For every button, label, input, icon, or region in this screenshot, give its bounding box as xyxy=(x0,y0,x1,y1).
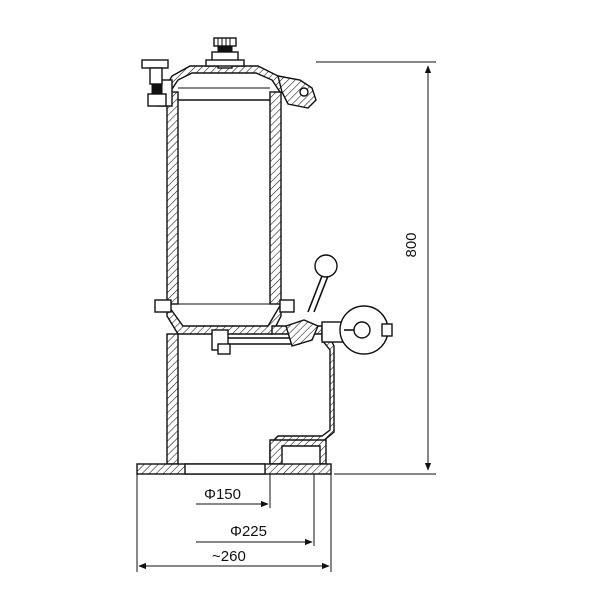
lid-hinge-lever xyxy=(277,75,317,109)
hinge-pin xyxy=(299,87,309,97)
height-dimension: 800 xyxy=(316,61,436,475)
inner-diameter-label: Φ150 xyxy=(204,486,241,503)
outlet-box xyxy=(269,439,327,465)
base-width-label: ~260 xyxy=(212,548,246,565)
mid-flange-right xyxy=(279,299,295,313)
right-upper-wall xyxy=(269,91,282,305)
lever-handle xyxy=(285,254,338,347)
outer-diameter-label: Φ225 xyxy=(230,523,267,540)
left-upper-wall xyxy=(166,91,179,305)
vessel-body xyxy=(154,65,335,465)
handwheel xyxy=(321,305,393,355)
diameter-dimensions: Φ150 Φ225 ~260 xyxy=(136,474,332,572)
lower-valve-nut xyxy=(217,343,231,355)
mid-flange-left xyxy=(154,299,172,313)
left-clamp xyxy=(141,59,169,107)
base-plate-center xyxy=(184,463,266,475)
middle-cone xyxy=(166,301,282,335)
height-label: 800 xyxy=(403,232,420,257)
lid-dome xyxy=(161,65,288,93)
left-lower-wall xyxy=(166,333,179,465)
pressure-gauge-nut xyxy=(205,59,245,67)
